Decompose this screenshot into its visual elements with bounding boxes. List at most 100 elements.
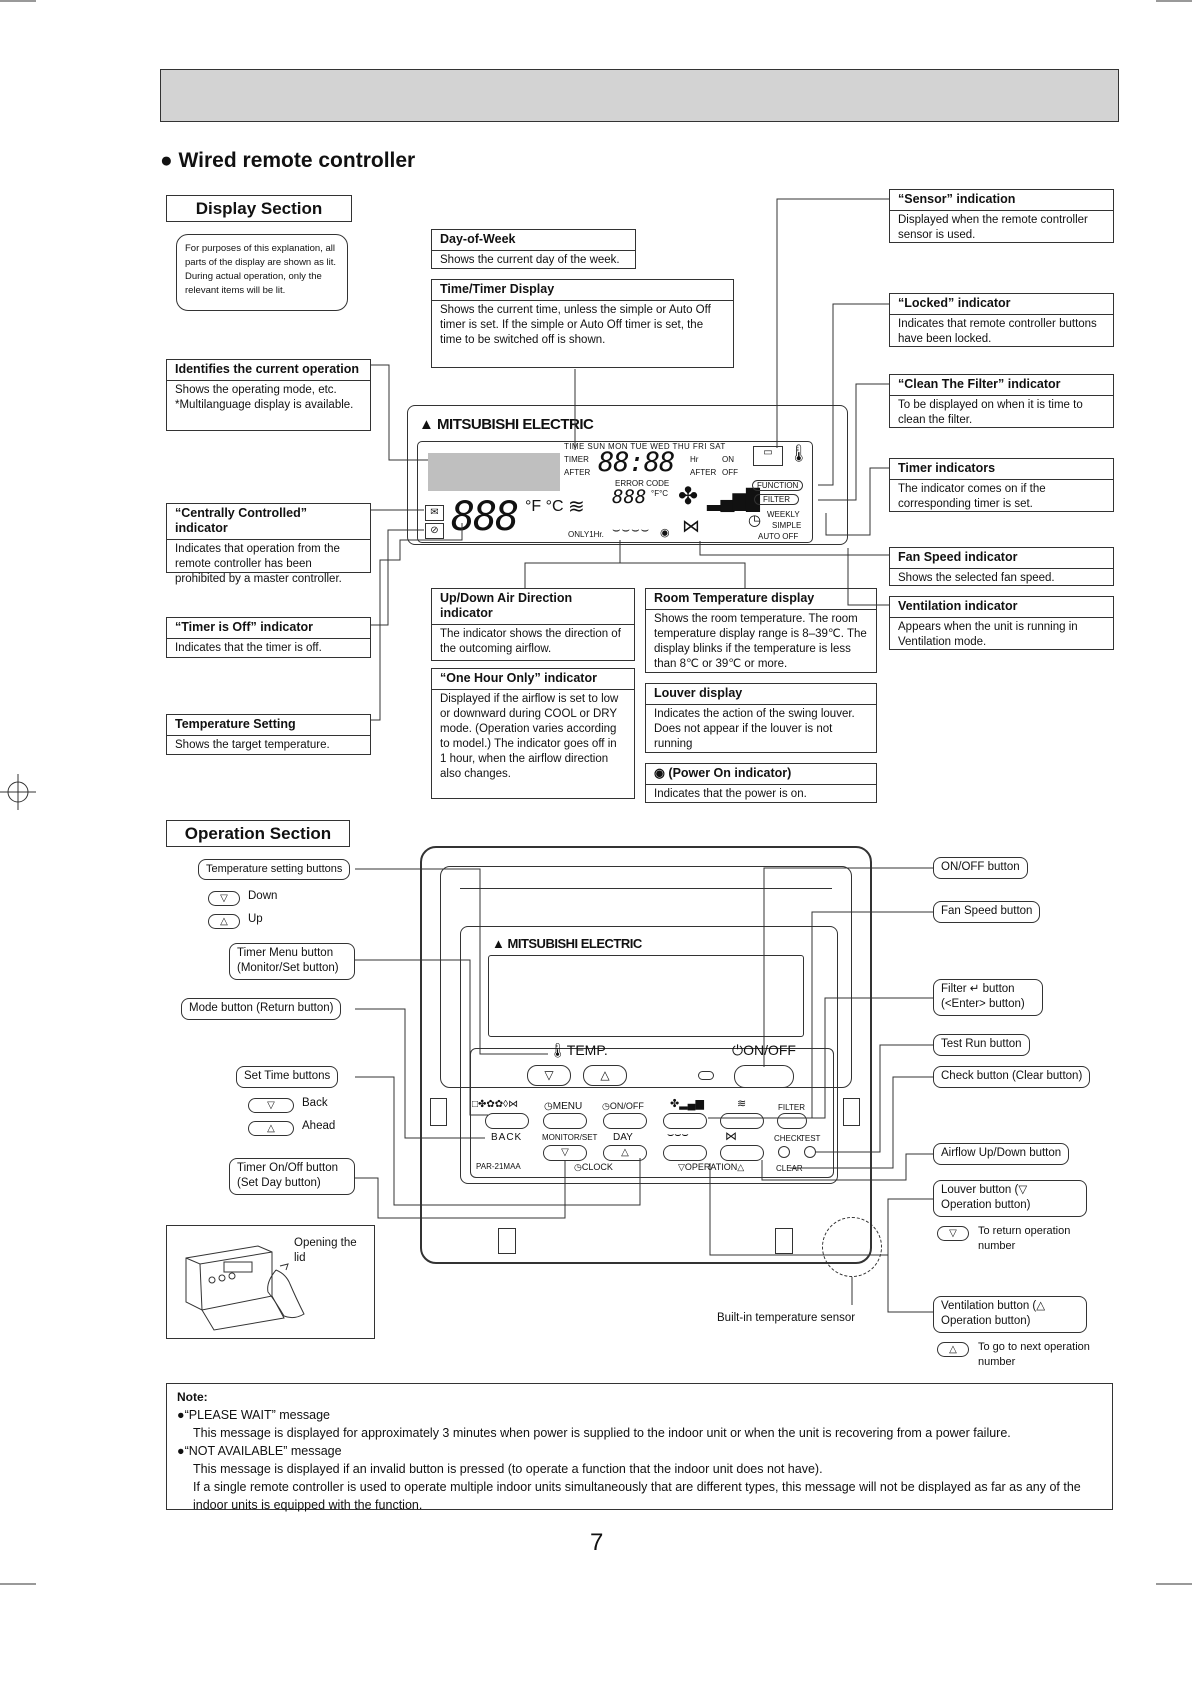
onoff-button[interactable] xyxy=(734,1065,794,1088)
bottom-clip-right xyxy=(775,1228,793,1254)
louver-down-icon: ▽ xyxy=(937,1226,969,1241)
label-up: Up xyxy=(248,913,263,925)
sensor-icon: ▭ xyxy=(753,446,783,466)
callout-room-temp: Room Temperature display Shows the room … xyxy=(645,588,877,673)
lcd-off: OFF xyxy=(722,468,738,477)
timer-onoff-button[interactable] xyxy=(603,1113,647,1129)
filter-button[interactable] xyxy=(777,1113,807,1129)
operation-section-title: Operation Section xyxy=(166,820,350,847)
fan-speed-button[interactable] xyxy=(663,1113,707,1129)
label-louver: Louver button (▽ Operation button) xyxy=(933,1180,1087,1217)
label-airflow: Airflow Up/Down button xyxy=(933,1143,1070,1165)
note-item-text: This message is displayed for approximat… xyxy=(193,1426,1011,1440)
airflow-button[interactable] xyxy=(720,1113,764,1129)
label-set-time: Set Time buttons xyxy=(236,1066,339,1088)
lcd-timer: TIMER xyxy=(564,455,589,464)
remote-lcd-window xyxy=(488,955,804,1037)
back-icon: ▽ xyxy=(248,1098,294,1113)
set-time-back-button[interactable]: ▽ xyxy=(543,1145,587,1161)
label-opening-lid: Opening the lid xyxy=(294,1237,357,1264)
callout-centrally-controlled: “Centrally Controlled” indicator Indicat… xyxy=(166,503,371,585)
thermometer-icon: 🌡 xyxy=(549,1042,567,1058)
mode-button[interactable] xyxy=(485,1113,529,1129)
remote-brand: ▲ MITSUBISHI ELECTRIC xyxy=(492,936,642,951)
thermometer-icon: 🌡 xyxy=(788,444,810,463)
test-button[interactable] xyxy=(804,1146,816,1158)
callout-locked: “Locked” indicator Indicates that remote… xyxy=(889,293,1114,347)
ventilation-button[interactable] xyxy=(720,1145,764,1161)
check-button[interactable] xyxy=(778,1146,790,1158)
model-label: PAR-21MAA xyxy=(476,1162,521,1171)
header-bar xyxy=(160,69,1119,122)
callout-power-on: ◉ (Power On indicator) Indicates that th… xyxy=(645,763,877,803)
note-item: ●“NOT AVAILABLE” message xyxy=(177,1444,342,1458)
fan-speed-bars-icon: ▂▄▆█ xyxy=(707,489,760,511)
callout-sensor: “Sensor” indication Displayed when the r… xyxy=(889,189,1114,243)
lcd-weekly: WEEKLY xyxy=(767,510,800,519)
left-hinge xyxy=(430,1098,447,1126)
bullet-icon: ● xyxy=(160,149,173,172)
louver-button[interactable] xyxy=(663,1145,707,1161)
label-back: Back xyxy=(302,1097,328,1109)
lcd-on: ON xyxy=(722,455,734,464)
label-to-next: To go to next operation number xyxy=(978,1341,1090,1368)
page-number: 7 xyxy=(590,1529,604,1556)
ventilation-label-icon: ⋈ xyxy=(725,1129,737,1143)
lcd-error-code: ERROR CODE xyxy=(615,479,670,488)
filter-label: FILTER xyxy=(778,1103,805,1112)
louver-label-icon: ⌣⌣⌣ xyxy=(667,1129,689,1141)
callout-timer-indicators: Timer indicators The indicator comes on … xyxy=(889,458,1114,512)
lcd-auto-off: AUTO OFF xyxy=(758,532,799,541)
lcd-filter: FILTER xyxy=(754,494,799,505)
onoff-label: ⏻ON/OFF xyxy=(732,1042,796,1058)
label-ventilation: Ventilation button (△ Operation button) xyxy=(933,1296,1087,1333)
lcd-simple: SIMPLE xyxy=(772,521,802,530)
bottom-clip-left xyxy=(498,1228,516,1254)
lid-illustration-box xyxy=(166,1225,375,1339)
clear-label: CLEAR xyxy=(776,1164,803,1173)
label-filter: Filter ↵ button (<Enter> button) xyxy=(933,979,1043,1016)
lcd-days: TIME SUN MON TUE WED THU FRI SAT xyxy=(564,442,726,451)
lcd-unit: °F °C xyxy=(525,498,564,515)
callout-one-hour-only: “One Hour Only” indicator Displayed if t… xyxy=(431,668,635,799)
callout-louver-display: Louver display Indicates the action of t… xyxy=(645,683,877,753)
monitor-set-label: MONITOR/SET xyxy=(542,1133,598,1142)
lcd-small-digits: 888 xyxy=(612,486,647,508)
callout-timer-off: “Timer is Off” indicator Indicates that … xyxy=(166,617,371,658)
temp-up-button[interactable]: △ xyxy=(583,1065,627,1086)
menu-button[interactable] xyxy=(543,1113,587,1129)
label-sensor: Built-in temperature sensor xyxy=(717,1312,856,1324)
label-mode: Mode button (Return button) xyxy=(181,998,342,1020)
power-on-icon: ◉ xyxy=(654,766,665,780)
callout-temperature-setting: Temperature Setting Shows the target tem… xyxy=(166,714,371,755)
bullet-icon: ● xyxy=(177,1408,185,1422)
airflow-direction-icon: ≋ xyxy=(568,496,585,518)
lcd-after2: AFTER xyxy=(690,468,717,477)
label-fan-speed: Fan Speed button xyxy=(933,901,1041,923)
clock-label: ◷CLOCK xyxy=(574,1162,613,1172)
menu-label: ◷MENU xyxy=(544,1101,583,1112)
set-time-ahead-button[interactable]: △ xyxy=(603,1145,647,1161)
display-note: For purposes of this explanation, all pa… xyxy=(176,234,348,311)
up-icon: △ xyxy=(208,914,240,929)
lcd-function: FUNCTION xyxy=(752,480,804,491)
louver-icon: ⌣⌣⌣⌣ xyxy=(612,522,651,537)
note-box: Note: ●“PLEASE WAIT” message This messag… xyxy=(166,1383,1113,1512)
clock-icon: ◷ xyxy=(748,512,762,529)
power-icon: ⏻ xyxy=(732,1042,744,1058)
callout-clean-filter: “Clean The Filter” indicator To be displ… xyxy=(889,374,1114,428)
down-icon: ▽ xyxy=(208,891,240,906)
timer-off-icon: ⊘ xyxy=(425,523,444,539)
mitsubishi-logo-icon: ▲ xyxy=(419,416,434,433)
check-label: CHECK xyxy=(774,1134,803,1143)
label-timer-menu: Timer Menu button (Monitor/Set button) xyxy=(229,943,355,980)
label-temp-buttons: Temperature setting buttons xyxy=(198,859,351,880)
callout-current-operation: Identifies the current operation Shows t… xyxy=(166,359,371,431)
callout-time-timer: Time/Timer Display Shows the current tim… xyxy=(431,279,734,368)
temp-down-button[interactable]: ▽ xyxy=(527,1065,571,1086)
airflow-label-icon: ≋ xyxy=(737,1098,747,1110)
operation-label: ▽OPERATION△ xyxy=(678,1162,745,1172)
lcd-operation-area xyxy=(428,453,560,491)
page-title: ● Wired remote controller xyxy=(160,149,416,172)
note-title: Note: xyxy=(177,1390,208,1404)
